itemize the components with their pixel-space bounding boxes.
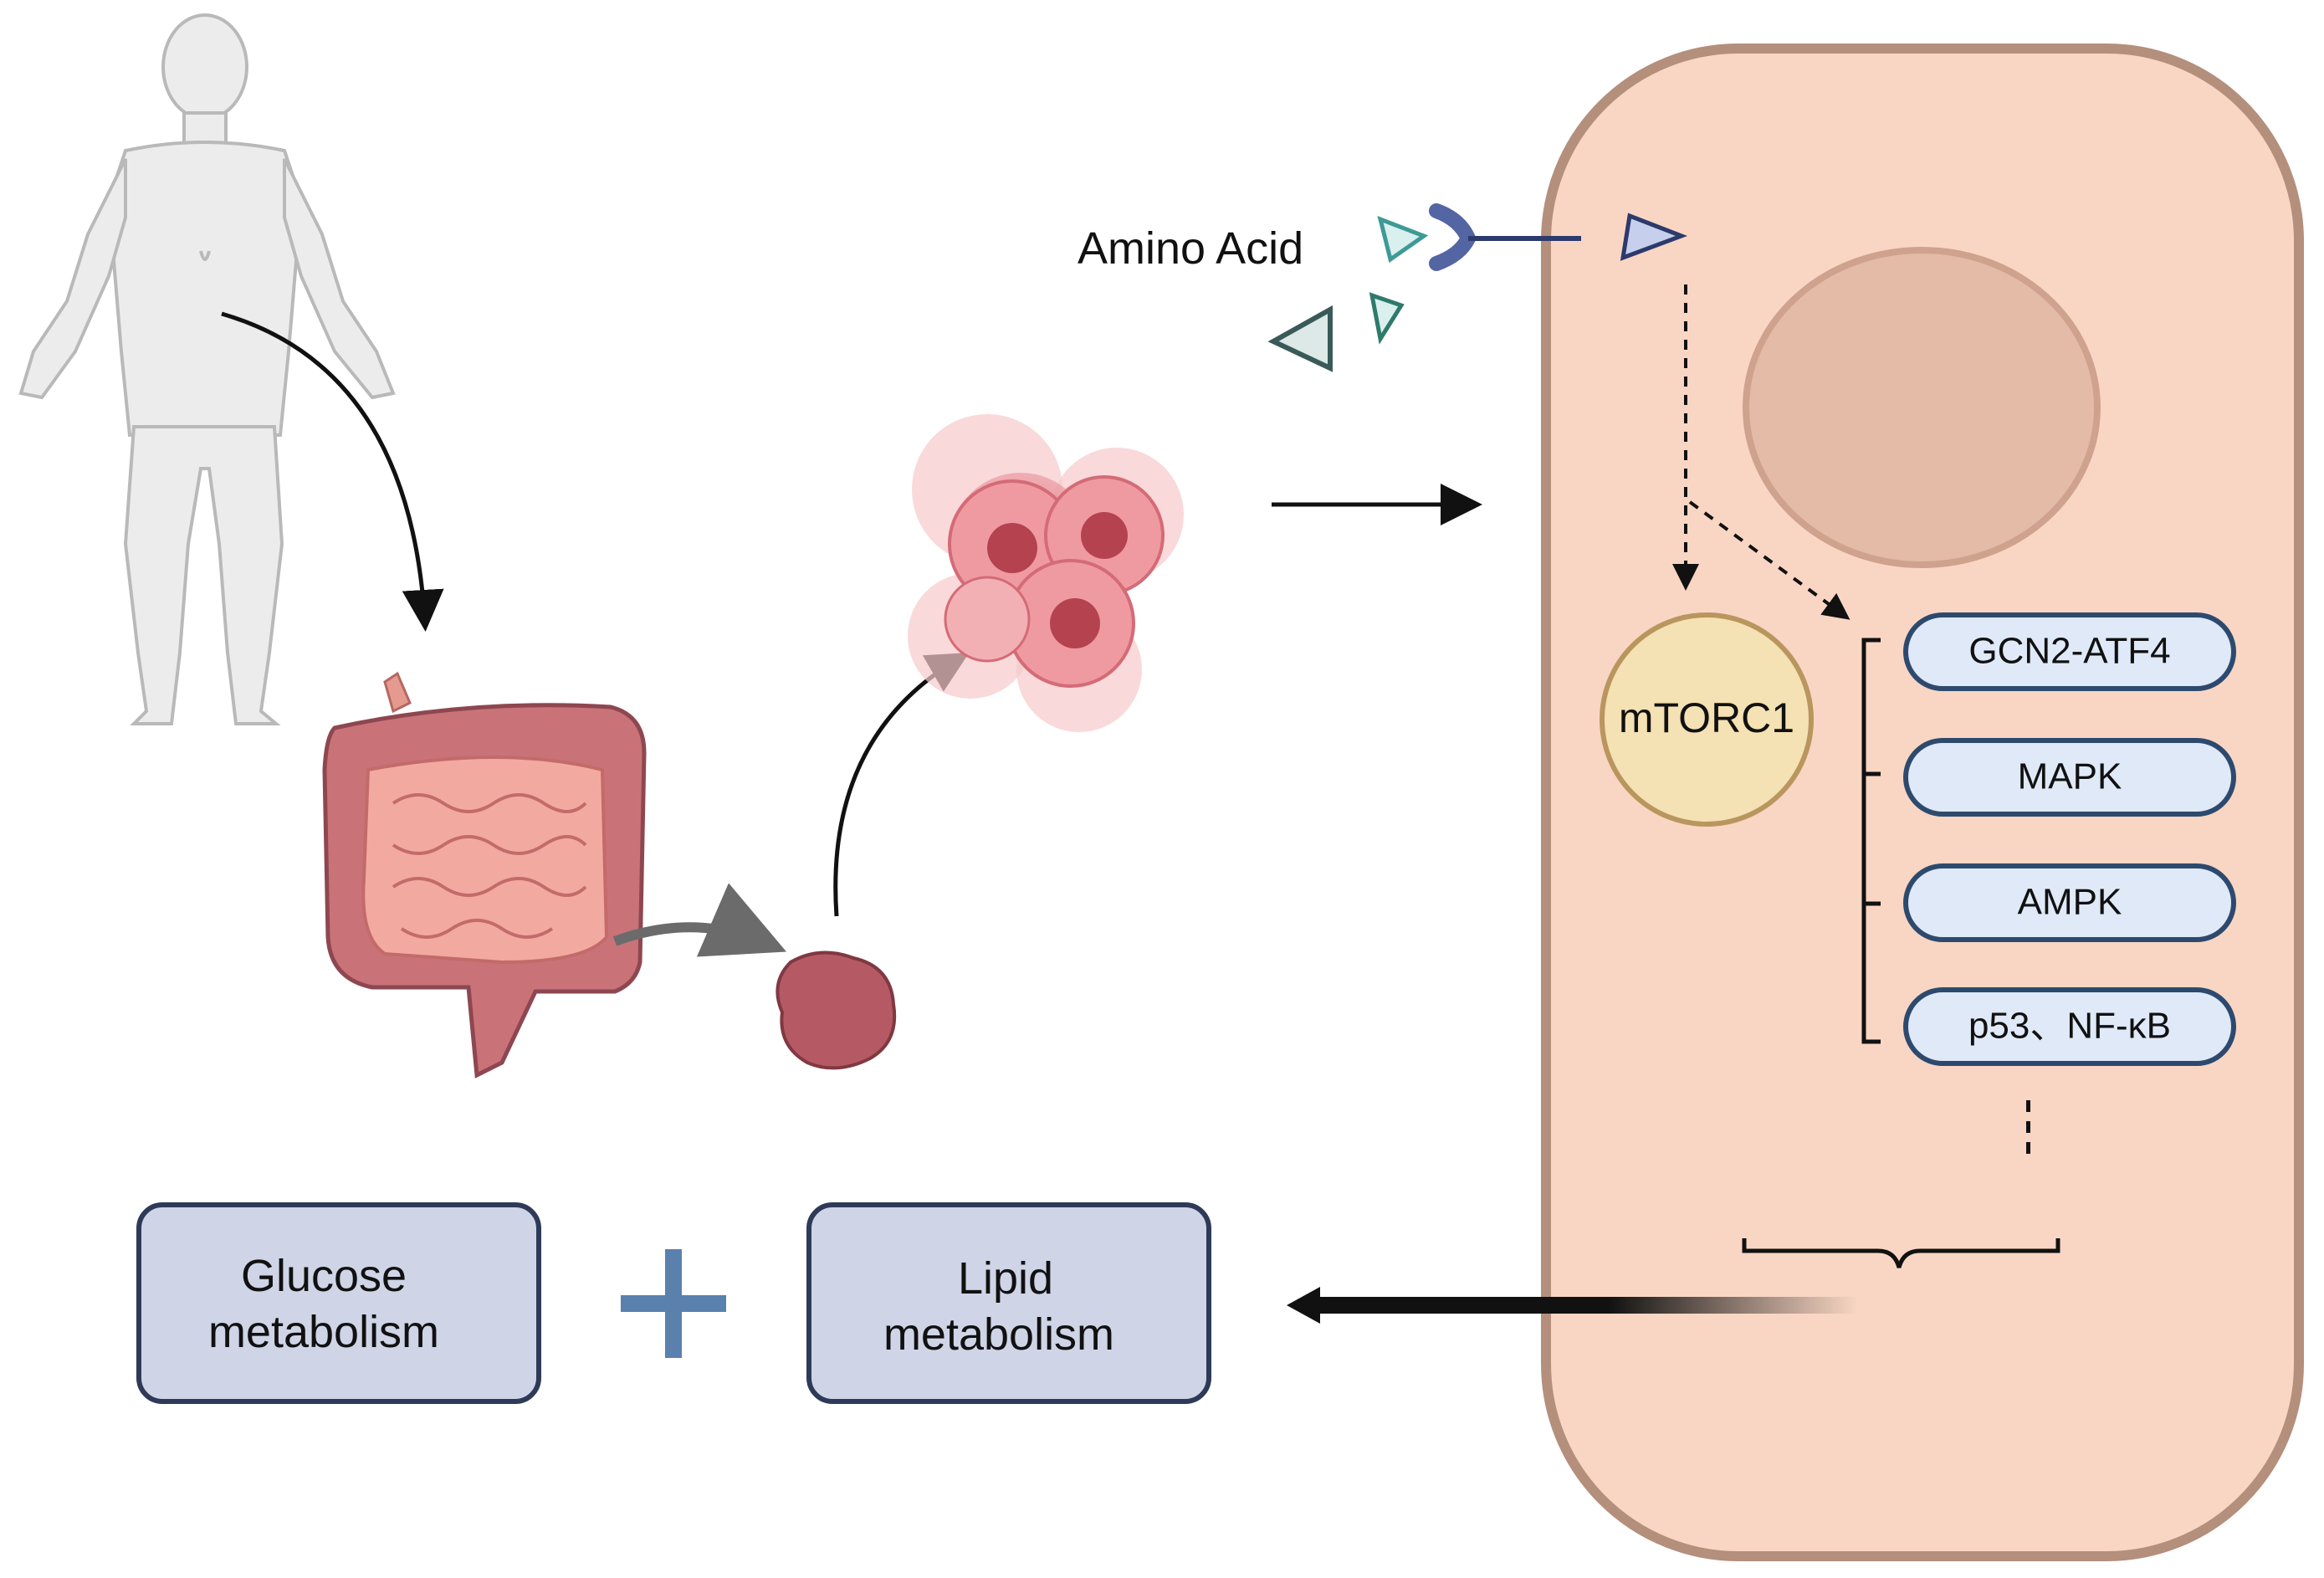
pathway-bracket (1861, 638, 1881, 1044)
amino-acid-triangle-3 (1267, 305, 1333, 372)
pathway-label: GCN2-ATF4 (1968, 631, 2170, 672)
arrow-intestine-to-tumor (612, 883, 787, 957)
glucose-line1: Glucose (241, 1251, 407, 1301)
cancer-cell-cluster (908, 414, 1184, 732)
glucose-metabolism-box: Glucose metabolism (136, 1202, 541, 1404)
pathways-curly-brace (1742, 1238, 2060, 1268)
pathway-pill-gcn2-atf4: GCN2-ATF4 (1903, 612, 2236, 691)
arrow-body-to-intestine (221, 311, 444, 632)
pathway-pill-p53-nfkb: p53、NF-κB (1903, 987, 2236, 1066)
amino-acid-label: Amino Acid (1078, 223, 1303, 274)
amino-acid-triangle-1 (1377, 215, 1429, 264)
amino-acid-receptor (1429, 203, 1688, 271)
lipid-metabolism-box: Lipid metabolism (806, 1202, 1211, 1404)
lipid-line1: Lipid (958, 1253, 1053, 1304)
pathway-label: p53、NF-κB (1968, 1006, 2171, 1047)
arrow-cell-to-metabolism-shaft (1305, 1297, 1857, 1314)
cell-nucleus (1743, 247, 2101, 568)
intestine-illustration (322, 671, 647, 1078)
glucose-line2: metabolism (208, 1307, 439, 1357)
arrow-cell-to-metabolism-head (1287, 1287, 1320, 1324)
plus-sign (621, 1249, 726, 1358)
internal-amino-acid (1620, 213, 1688, 261)
pathway-list: GCN2-ATF4 MAPK AMPK p53、NF-κB (1903, 612, 2236, 1066)
dashed-arrow-to-pathways (1688, 500, 1850, 620)
amino-acid-triangle-2 (1369, 292, 1405, 345)
pathway-label: AMPK (2018, 882, 2122, 923)
lipid-line2: metabolism (883, 1309, 1114, 1360)
arrow-tumor-to-cancer-cells (833, 653, 970, 917)
pathway-pill-mapk: MAPK (1903, 738, 2236, 817)
pathway-label: MAPK (2018, 756, 2122, 797)
pathway-pill-ampk: AMPK (1903, 863, 2236, 942)
more-pathways-ellipsis (2026, 1100, 2030, 1154)
mtorc1-circle (1600, 612, 1814, 827)
amino-acid-ligands (1267, 215, 1429, 372)
human-body-illustration (18, 13, 396, 725)
tumor-illustration (776, 950, 897, 1070)
mtorc1-label: mTORC1 (1619, 694, 1794, 741)
